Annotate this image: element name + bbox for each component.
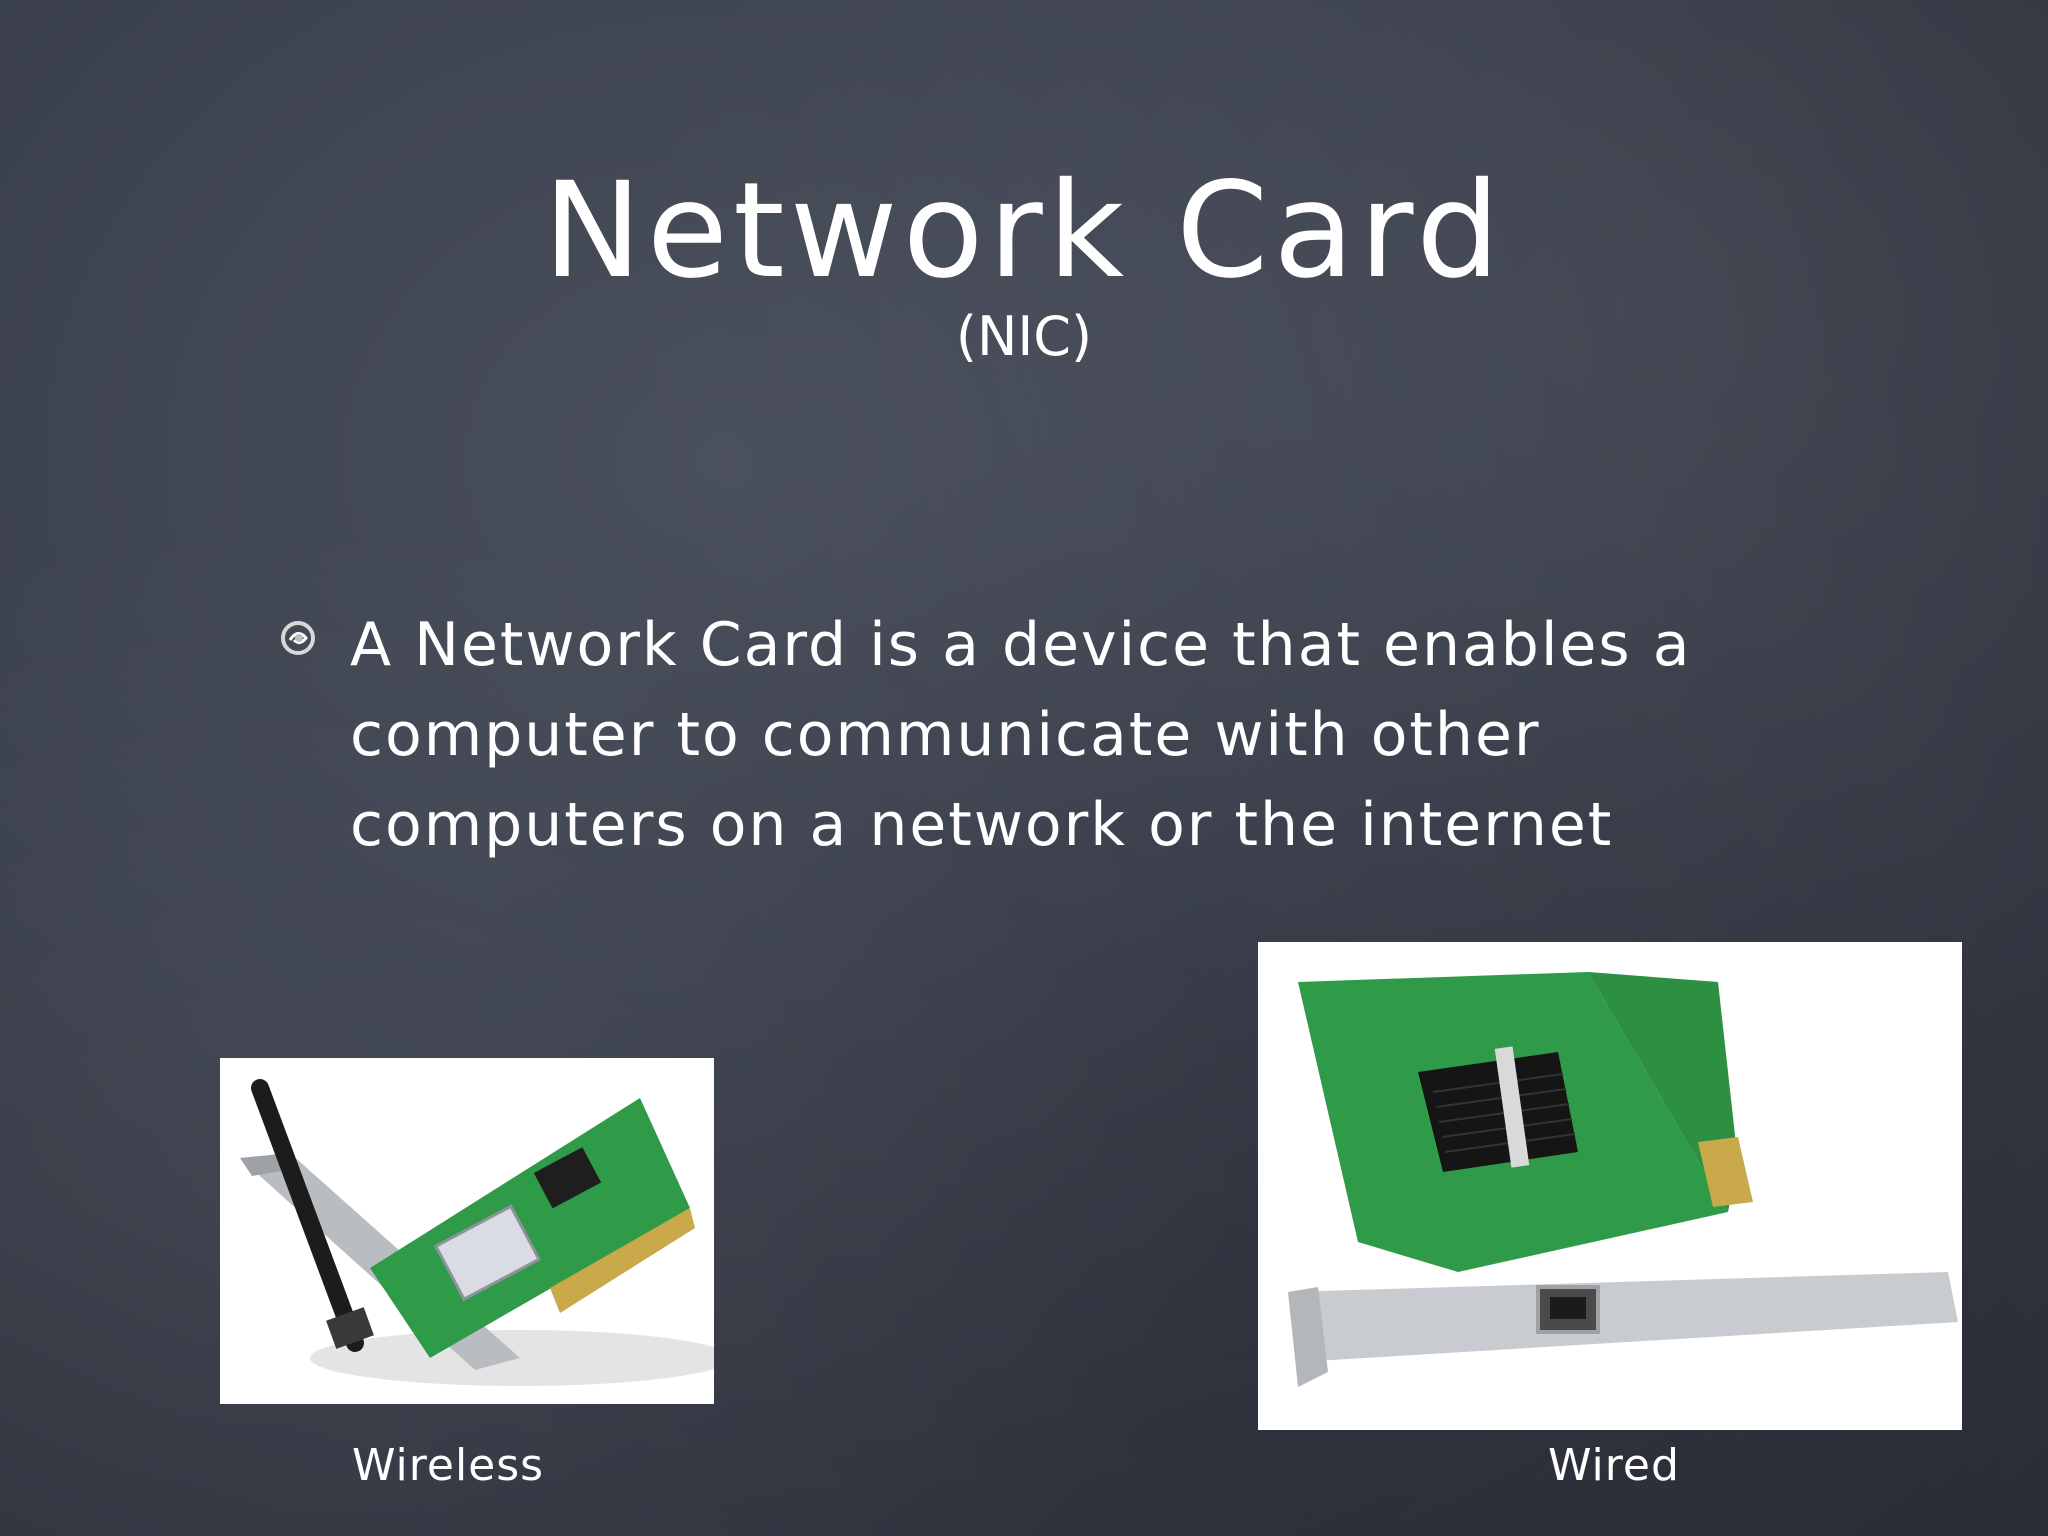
slide-subtitle: (NIC)	[955, 305, 1093, 368]
wired-network-card-image	[1258, 942, 1962, 1430]
bullet-line: computer to communicate with other	[350, 700, 1541, 770]
bullet-text: A Network Card is a device that enables …	[350, 600, 1778, 870]
wireless-network-card-image	[220, 1058, 714, 1404]
slide-title: Network Card	[543, 154, 1505, 308]
wired-caption: Wired	[1548, 1440, 1680, 1491]
wireless-caption: Wireless	[352, 1440, 545, 1491]
swirl-bullet-icon	[278, 618, 318, 658]
bullet-line: A Network Card is a device that enables …	[350, 610, 1692, 680]
bullet-item: A Network Card is a device that enables …	[278, 600, 1778, 870]
bullet-line: computers on a network or the internet	[350, 790, 1614, 860]
